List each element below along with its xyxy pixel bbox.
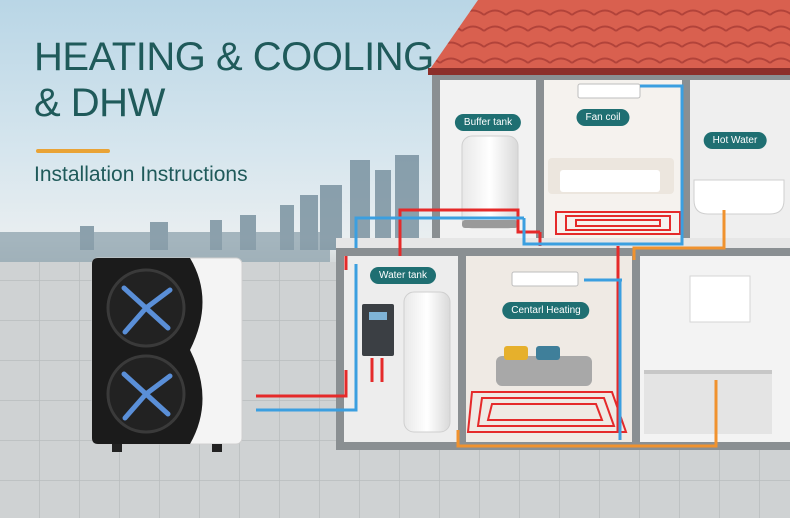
label-fan-coil: Fan coil (576, 109, 629, 126)
buffer-tank (462, 136, 518, 228)
headline-line-1: HEATING & COOLING (34, 34, 434, 80)
accent-divider (36, 149, 110, 153)
label-central-heating: Centarl Heating (502, 302, 589, 319)
headline-line-2: & DHW (34, 80, 434, 126)
heat-pump-unit (92, 258, 242, 452)
label-buffer-tank: Buffer tank (455, 114, 521, 131)
central-heating-unit (512, 272, 578, 286)
water-tank (404, 292, 450, 432)
fan-coil-unit (578, 84, 640, 98)
roof-edge (428, 68, 790, 75)
subtitle: Installation Instructions (34, 163, 248, 187)
roof (428, 0, 790, 72)
headline: HEATING & COOLING & DHW (34, 34, 434, 126)
bed (548, 158, 674, 194)
water-heater (362, 304, 394, 356)
bathtub (694, 180, 784, 214)
label-hot-water: Hot Water (704, 132, 767, 149)
label-water-tank: Water tank (370, 267, 436, 284)
